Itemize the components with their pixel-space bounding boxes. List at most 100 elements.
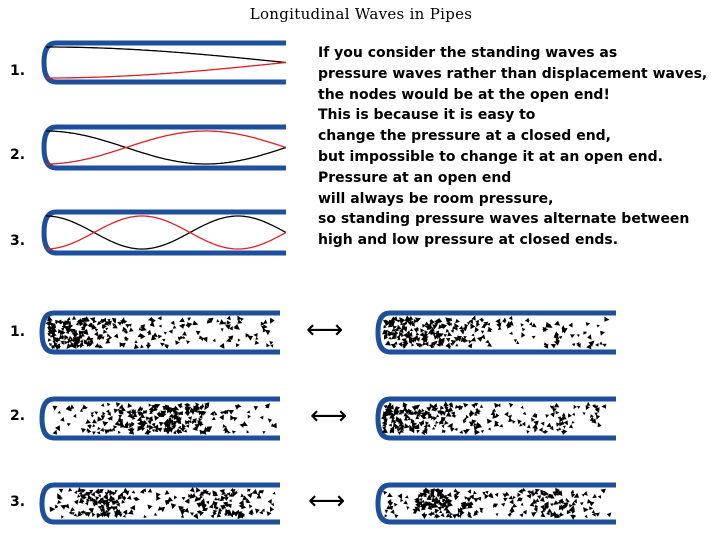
air-particle	[96, 321, 102, 326]
air-particle	[384, 335, 388, 340]
air-particle	[556, 490, 563, 496]
air-particle	[264, 403, 270, 409]
air-particle	[59, 496, 63, 500]
air-particle	[187, 416, 192, 421]
air-particle	[71, 315, 77, 320]
air-particle	[159, 342, 165, 347]
air-particle	[69, 341, 75, 348]
air-particle	[419, 498, 423, 502]
air-particle	[492, 408, 496, 412]
particle-pipe-left-3	[39, 482, 280, 525]
wave-pipe-2	[41, 124, 287, 171]
air-particle	[178, 411, 183, 416]
air-particle	[397, 493, 403, 500]
air-particle	[457, 508, 462, 514]
air-particle	[216, 319, 220, 323]
air-particle	[555, 337, 560, 343]
air-particle	[526, 430, 530, 434]
air-particle	[129, 422, 134, 428]
air-particle	[594, 412, 598, 417]
air-particle	[186, 322, 193, 329]
air-particle	[204, 402, 210, 408]
air-particle	[435, 420, 439, 424]
air-particle	[438, 419, 444, 425]
air-particle	[477, 336, 483, 342]
air-particle	[531, 335, 536, 339]
air-particle	[147, 419, 152, 425]
air-particle	[189, 487, 195, 493]
air-particle	[227, 503, 232, 509]
air-particle	[388, 319, 395, 326]
air-particle	[255, 508, 260, 514]
air-particle	[416, 507, 421, 512]
air-particle	[441, 429, 446, 433]
air-particle	[394, 330, 399, 336]
air-particle	[469, 501, 474, 506]
air-particle	[164, 344, 169, 348]
air-particle	[571, 343, 576, 347]
air-particle	[100, 505, 104, 509]
air-particle	[147, 329, 152, 335]
air-particle	[88, 508, 94, 514]
air-particle	[181, 423, 187, 429]
air-particle	[597, 495, 602, 499]
air-particle	[419, 492, 426, 498]
air-particle	[511, 503, 517, 508]
air-particle	[173, 430, 177, 435]
air-particle	[425, 421, 429, 426]
air-particle	[508, 315, 513, 321]
air-particle	[550, 503, 554, 507]
air-particle	[67, 340, 71, 344]
air-particle	[156, 411, 161, 415]
air-particle	[221, 410, 227, 415]
air-particle	[416, 413, 420, 417]
air-particle	[494, 402, 500, 408]
air-particle	[397, 337, 401, 341]
air-particle	[428, 330, 434, 336]
air-particle	[439, 409, 446, 416]
air-particle	[434, 340, 438, 345]
air-particle	[448, 317, 453, 322]
air-particle	[475, 319, 479, 324]
air-particle	[132, 410, 138, 415]
air-particle	[405, 318, 409, 323]
air-particle	[474, 409, 480, 415]
air-particle	[71, 330, 77, 336]
air-particle	[55, 344, 61, 350]
air-particle	[573, 498, 577, 504]
air-particle	[461, 338, 466, 343]
air-particle	[256, 493, 262, 499]
air-particle	[402, 322, 407, 327]
air-particle	[467, 511, 472, 515]
air-particle	[220, 328, 224, 332]
air-particle	[199, 501, 204, 506]
air-particle	[51, 329, 55, 334]
air-particle	[559, 504, 566, 510]
air-particle	[432, 331, 437, 337]
explanation-line: will always be room pressure,	[318, 190, 554, 207]
air-particle	[517, 419, 522, 425]
air-particle	[159, 506, 166, 513]
air-particle	[99, 497, 104, 502]
air-particle	[474, 412, 478, 416]
air-particle	[175, 417, 181, 424]
air-particle	[384, 514, 388, 518]
air-particle	[224, 513, 228, 517]
air-particle	[269, 341, 274, 345]
air-particle	[142, 420, 148, 425]
air-particle	[510, 509, 515, 514]
air-particle	[103, 494, 109, 501]
air-particle	[146, 424, 151, 428]
pipe-wall	[39, 310, 280, 355]
air-particle	[427, 504, 432, 511]
air-particle	[154, 415, 160, 421]
explanation-line: high and low pressure at closed ends.	[318, 232, 619, 249]
air-particle	[142, 488, 147, 493]
air-particle	[97, 334, 102, 339]
air-particle	[445, 508, 451, 514]
air-particle	[445, 317, 451, 323]
air-particle	[406, 333, 412, 338]
explanation-line: If you consider the standing waves as	[318, 45, 618, 61]
air-particle	[599, 341, 603, 345]
air-particle	[568, 322, 573, 328]
